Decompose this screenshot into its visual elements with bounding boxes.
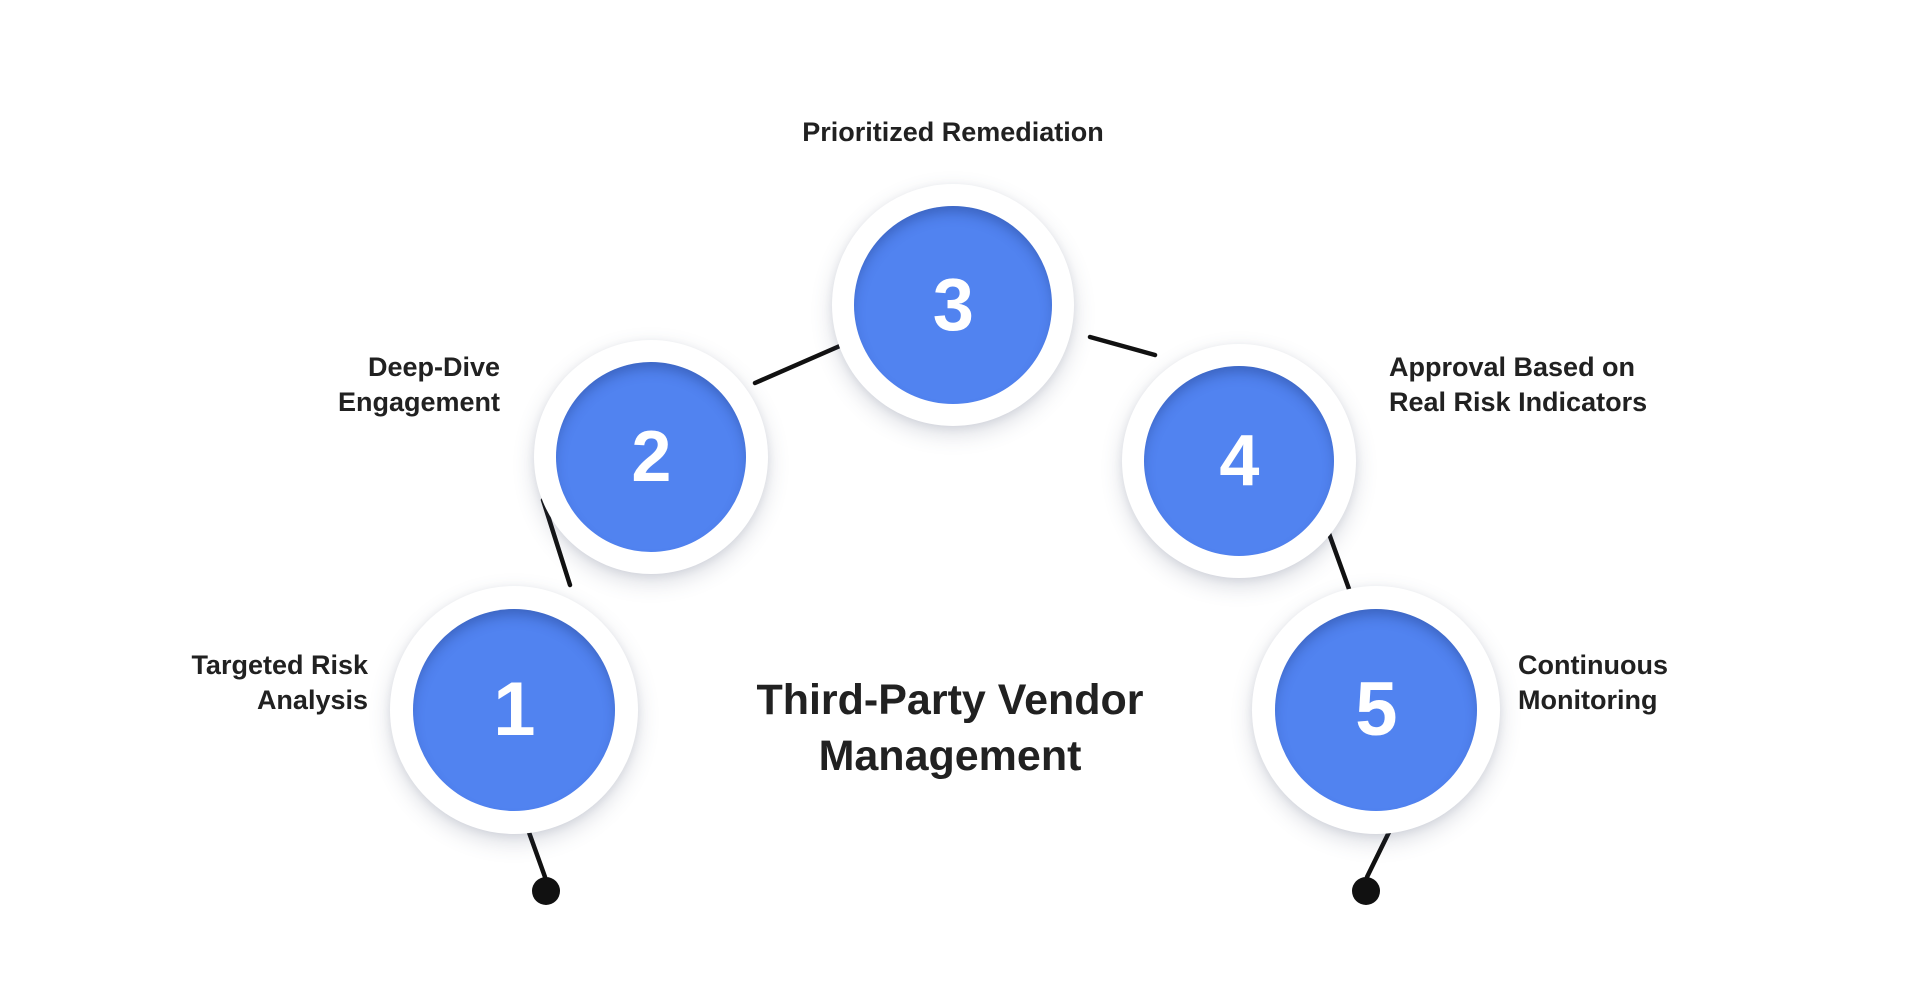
step-number-4: 4 (1219, 421, 1259, 501)
terminal-dot-right (1352, 877, 1380, 905)
step-circle-1: 1 (413, 609, 615, 811)
step-node-2[interactable]: 2 (534, 340, 768, 574)
step-label-5: Continuous Monitoring (1518, 648, 1818, 717)
step-label-2: Deep-Dive Engagement (244, 350, 500, 419)
step-label-5-line2: Monitoring (1518, 684, 1658, 715)
center-title: Third-Party Vendor Management (690, 673, 1210, 785)
connector-3-4 (1087, 334, 1158, 358)
step-label-2-line1: Deep-Dive (367, 352, 500, 382)
connector-1-2 (540, 497, 573, 588)
step-node-5[interactable]: 5 (1252, 586, 1500, 834)
step-label-4-line2: Real Risk Indicators (1389, 386, 1648, 417)
step-node-4[interactable]: 4 (1122, 344, 1356, 578)
center-title-line2: Management (818, 731, 1082, 780)
step-node-3[interactable]: 3 (832, 184, 1074, 426)
step-number-2: 2 (631, 417, 671, 497)
step-label-4-line1: Approval Based on (1389, 352, 1636, 382)
step-label-1-line2: Analysis (256, 684, 368, 715)
center-title-line1: Third-Party Vendor (756, 676, 1144, 724)
step-circle-2: 2 (556, 362, 746, 552)
step-label-4: Approval Based on Real Risk Indicators (1389, 350, 1789, 419)
step-circle-4: 4 (1144, 366, 1334, 556)
terminal-dot-left (532, 877, 560, 905)
step-number-1: 1 (493, 667, 535, 752)
step-number-3: 3 (932, 263, 974, 346)
step-label-3-line1: Prioritized Remediation (802, 117, 1104, 147)
step-label-3: Prioritized Remediation (703, 115, 1203, 150)
step-node-1[interactable]: 1 (390, 586, 638, 834)
step-circle-5: 5 (1275, 609, 1477, 811)
step-label-1-line1: Targeted Risk (191, 650, 368, 680)
step-label-2-line2: Engagement (337, 386, 500, 417)
step-circle-3: 3 (854, 206, 1052, 404)
step-label-5-line1: Continuous (1518, 650, 1668, 680)
step-number-5: 5 (1355, 667, 1397, 752)
step-label-1: Targeted Risk Analysis (110, 648, 368, 717)
